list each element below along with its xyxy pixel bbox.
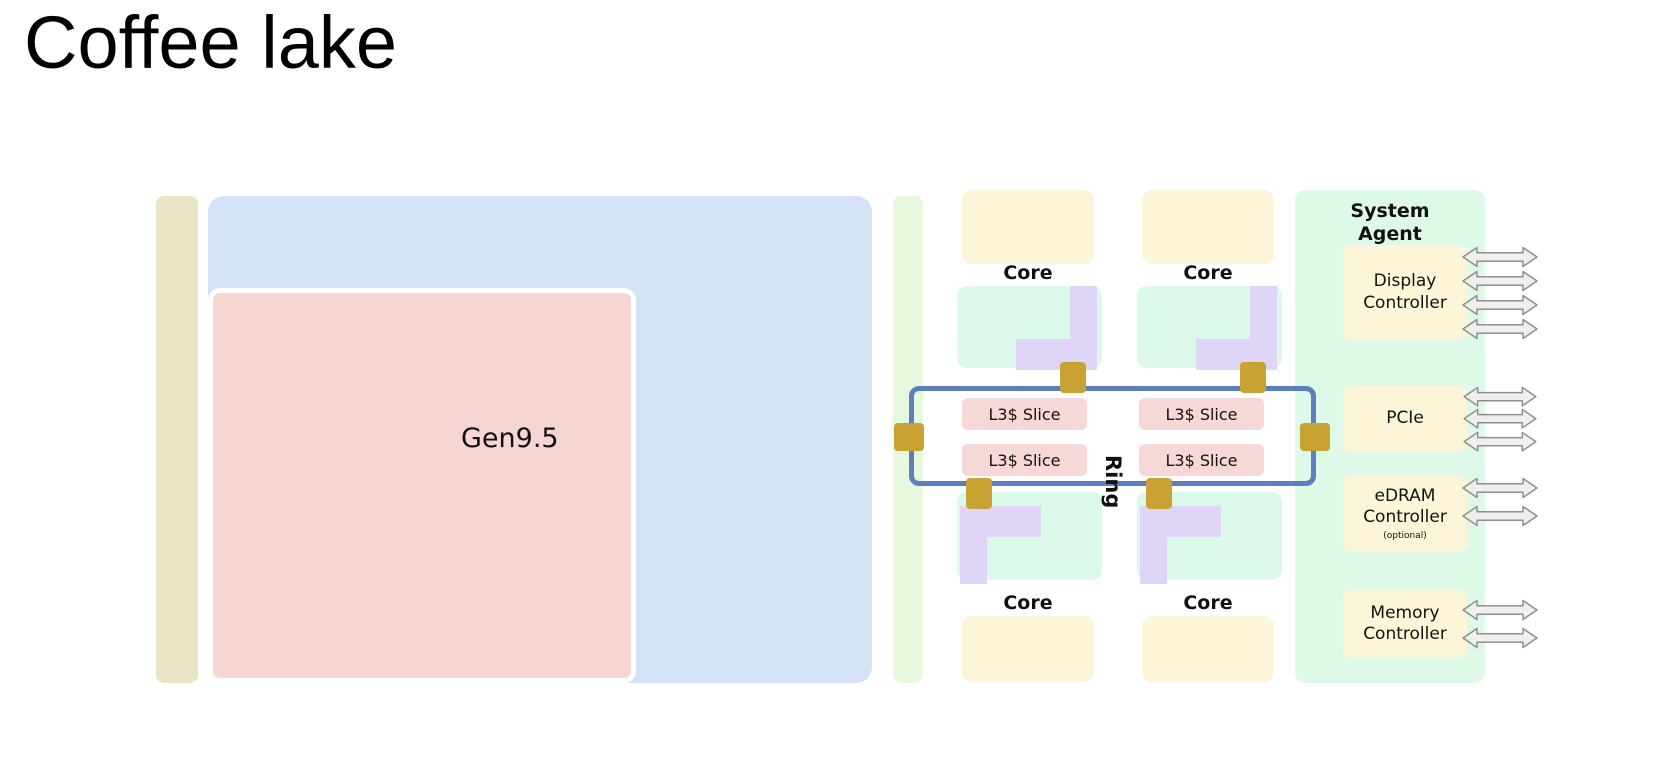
bus-arrow-icon — [1462, 599, 1538, 621]
slide-title: Coffee lake — [24, 1, 397, 84]
l3-slice-block: L3$ Slice — [962, 444, 1087, 476]
left-strip-block — [156, 196, 198, 683]
edram-bus-arrows — [1462, 470, 1538, 534]
gpu-gen95-label: Gen9.5 — [461, 423, 559, 454]
core-ring-link-top-right — [1250, 286, 1277, 370]
core-block-bottom-left — [962, 616, 1094, 682]
bus-arrow-icon — [1462, 318, 1538, 339]
core-block-top-left — [962, 190, 1094, 264]
bus-arrow-icon — [1463, 386, 1537, 407]
core-block-bottom-right — [1142, 616, 1274, 682]
core-ring-link-bottom-left — [960, 506, 987, 584]
ring-stop-icon — [894, 423, 924, 451]
l3-slice-block: L3$ Slice — [1139, 444, 1264, 476]
core-ring-link-foot-bottom-right — [1167, 506, 1221, 537]
core-ring-link-foot-bottom-left — [987, 506, 1041, 537]
core-label-bottom-left: Core — [1003, 592, 1053, 614]
bus-arrow-icon — [1462, 294, 1538, 315]
system-agent-title: System Agent — [1350, 200, 1430, 245]
display-controller-label: Display Controller — [1363, 271, 1447, 313]
pcie-label: PCIe — [1386, 408, 1424, 429]
l3-slice-block: L3$ Slice — [1139, 398, 1264, 430]
display-controller-block: Display Controller — [1343, 245, 1467, 340]
gpu-gen95-block: Gen9.5 — [208, 288, 636, 683]
bus-arrow-icon — [1462, 627, 1538, 649]
pcie-bus-arrows — [1462, 386, 1538, 452]
core-ring-link-top-left — [1070, 286, 1097, 370]
ring-stop-icon — [966, 478, 992, 509]
ring-stop-icon — [1146, 478, 1172, 509]
edram-optional-note: (optional) — [1383, 530, 1427, 541]
bus-arrow-icon — [1462, 505, 1538, 527]
bus-arrow-icon — [1462, 246, 1538, 267]
memory-bus-arrows — [1462, 590, 1538, 658]
ring-stop-icon — [1300, 423, 1330, 451]
bus-arrow-icon — [1463, 431, 1537, 452]
bus-arrow-icon — [1463, 409, 1537, 429]
l3-slice-block: L3$ Slice — [962, 398, 1087, 430]
ring-stop-icon — [1240, 362, 1266, 393]
core-ring-link-bottom-right — [1140, 506, 1167, 584]
bus-arrow-icon — [1462, 477, 1538, 499]
display-bus-arrows — [1462, 245, 1538, 340]
core-label-bottom-right: Core — [1183, 592, 1233, 614]
edram-controller-block: eDRAM Controller (optional) — [1343, 476, 1467, 552]
core-block-top-right — [1142, 190, 1274, 264]
memory-controller-label: Memory Controller — [1363, 602, 1447, 644]
memory-controller-block: Memory Controller — [1343, 590, 1467, 658]
core-label-top-right: Core — [1183, 262, 1233, 284]
ring-label: Ring — [1101, 455, 1125, 509]
core-label-top-left: Core — [1003, 262, 1053, 284]
bus-arrow-icon — [1462, 270, 1538, 291]
pcie-block: PCIe — [1343, 386, 1467, 452]
edram-controller-label: eDRAM Controller — [1363, 486, 1447, 528]
ring-stop-icon — [1060, 362, 1086, 393]
